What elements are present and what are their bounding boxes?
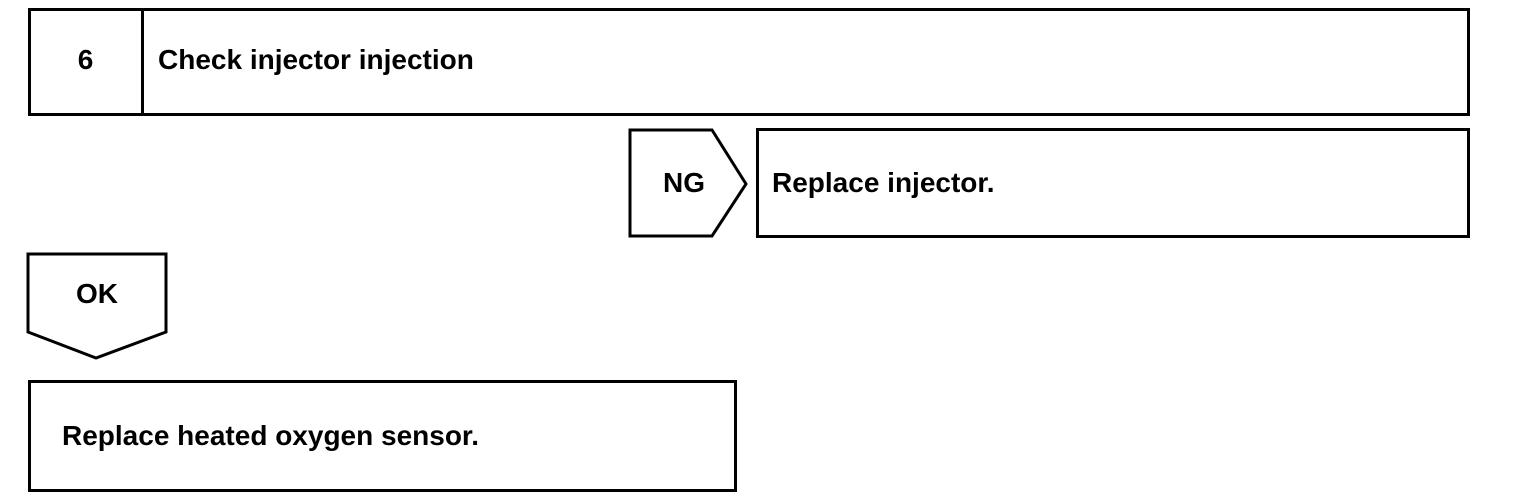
ng-branch-label: NG: [663, 167, 705, 198]
step-title: Check injector injection: [158, 44, 474, 75]
step-divider: [141, 8, 144, 116]
ok-result-text: Replace heated oxygen sensor.: [62, 420, 480, 451]
ng-result-text: Replace injector.: [772, 167, 995, 198]
step-number: 6: [77, 44, 94, 75]
step-box: [28, 8, 1470, 116]
ok-branch-label: OK: [76, 278, 118, 309]
ok-result-box: [28, 380, 737, 492]
ng-result-box: [756, 128, 1470, 238]
